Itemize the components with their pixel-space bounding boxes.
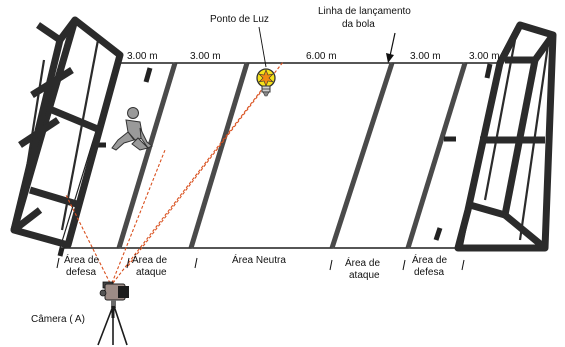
launch-line-label-2: da bola xyxy=(342,19,375,30)
distance-label: 3.00 m xyxy=(410,51,441,62)
tripod-icon xyxy=(97,305,128,346)
launch-line-label: Linha de lançamento xyxy=(318,6,411,17)
distance-label: 3.00 m xyxy=(127,51,158,62)
zone-label-attack-left: Área de xyxy=(132,253,167,266)
zone-label-attack-right: Área de xyxy=(345,256,380,269)
zone-stripes xyxy=(116,62,468,249)
camera-rays xyxy=(65,61,284,284)
zone-label-defense-left: Área de xyxy=(64,253,99,266)
zone-label-defense-right: Área de xyxy=(412,253,447,266)
zone-label-neutral: Área Neutra xyxy=(232,253,286,266)
stripe-right-attack xyxy=(405,62,468,249)
launch-line-arrow xyxy=(386,32,396,63)
distance-label: 3.00 m xyxy=(469,51,500,62)
right-goal-net xyxy=(483,39,550,241)
light-bulb-icon xyxy=(256,68,276,97)
camera-label: Câmera ( A) xyxy=(31,314,85,325)
distance-label: 6.00 m xyxy=(306,51,337,62)
stripe-left-attack xyxy=(188,62,250,249)
light-point-label: Ponto de Luz xyxy=(210,14,269,25)
zone-label-defense-right-2: defesa xyxy=(414,267,444,278)
light-point-leader xyxy=(258,26,267,68)
left-goal-frame xyxy=(10,16,124,249)
camera-icon xyxy=(99,281,129,308)
zone-label-attack-left-2: ataque xyxy=(136,267,167,278)
zone-dividers xyxy=(56,257,465,271)
stripe-left-defense xyxy=(116,62,178,249)
zone-label-attack-right-2: ataque xyxy=(349,270,380,281)
left-goal-net xyxy=(23,39,100,231)
stripe-launch-line xyxy=(329,62,395,249)
distance-label: 3.00 m xyxy=(190,51,221,62)
player-figure xyxy=(111,107,153,151)
zone-label-defense-left-2: defesa xyxy=(66,267,96,278)
